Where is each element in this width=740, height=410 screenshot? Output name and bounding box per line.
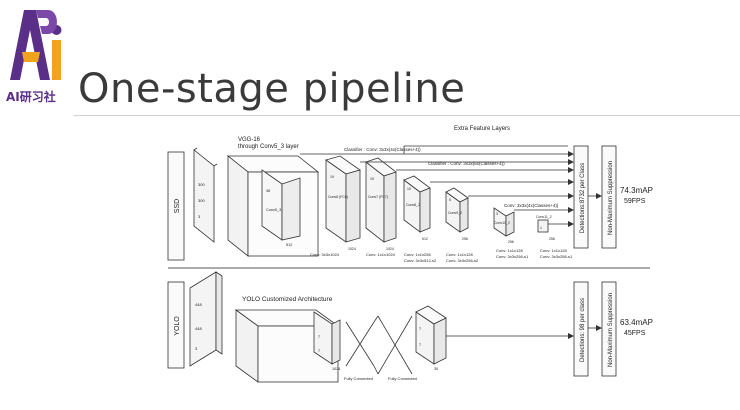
yolo-input-dim-3: 3 <box>195 346 198 351</box>
yolo-fps: 45FPS <box>624 330 646 337</box>
fmap-name: Conv8_2 <box>406 203 420 207</box>
fmap-name: Conv11_2 <box>536 215 552 219</box>
yolo-out-dim-2: 7 <box>419 343 421 347</box>
fmap-size: 1 <box>540 226 542 230</box>
classifier-1-label: Classifier : Conv: 3x3x(4x(Classes+4)) <box>344 147 421 152</box>
yolo-inner-dim-1: 7 <box>318 335 320 339</box>
vgg-label-2: through Conv5_3 layer <box>238 144 299 150</box>
fmap-size: 19 <box>330 175 334 179</box>
fmap-depth: 1024 <box>348 247 356 251</box>
yolo-input-image <box>189 271 217 367</box>
ai-yanxishe-logo <box>10 10 62 80</box>
yolo-inner-dim-3: 1024 <box>332 367 340 371</box>
conv-label: Conv: 3x3x256-s2 <box>446 258 479 263</box>
yolo-input-dim-2: 448 <box>195 326 202 331</box>
ssd-fmap-conv11 <box>537 219 549 233</box>
fmap-size: 19 <box>370 177 374 181</box>
conv-label: Conv: 1x1x1024 <box>366 252 396 257</box>
yolo-fully-connected <box>345 315 413 375</box>
ssd-conv-labels: Conv: 3x3x1024 Conv: 1x1x1024 Conv: 1x1x… <box>310 248 573 263</box>
fmap-depth: 256 <box>462 237 468 241</box>
conv-label: Conv: 1x1x128 <box>540 248 567 253</box>
yolo-detections-box <box>573 281 589 377</box>
conv-label: Conv: 1x1x128 <box>446 252 473 257</box>
vgg-inner-label: Conv5_3 <box>266 208 281 212</box>
yolo-out-dim-3: 30 <box>434 367 438 371</box>
fmap-depth: 512 <box>422 237 428 241</box>
fmap-size: 3 <box>496 212 498 216</box>
conv-label: Conv: 3x3x512-s2 <box>404 258 437 263</box>
ssd-fmap-names: Conv6 (FC6) Conv7 (FC7) Conv8_2 Conv9_2 … <box>328 195 552 225</box>
yolo-nms-label: Non-Maximum Suppression <box>608 293 614 367</box>
ssd-detections-box <box>573 145 589 249</box>
conv-label: Conv: 3x3x1024 <box>310 252 340 257</box>
ssd-nms-box <box>601 145 617 249</box>
ssd-fmap-sizes: 19 19 10 5 3 1 <box>330 175 542 230</box>
classifier-3-label: Conv: 3x3x(4x(Classes+4)) <box>504 203 559 208</box>
ssd-input-dim-2: 300 <box>198 198 205 203</box>
yolo-nms-box <box>601 281 617 377</box>
yolo-input-dim-1: 448 <box>195 302 202 307</box>
fmap-size: 10 <box>407 187 411 191</box>
ssd-input-dim-3: 3 <box>198 214 201 219</box>
slide-title: One-stage pipeline <box>78 66 466 112</box>
fmap-depth: 256 <box>549 237 555 241</box>
yolo-inner-dim-2: 7 <box>318 349 320 353</box>
yolo-arch-label: YOLO Customized Architecture <box>242 296 333 303</box>
yolo-detections-label: Detections: 98 per class <box>580 298 586 362</box>
ssd-nms-label: Non-Maximum Suppression <box>608 161 614 235</box>
fmap-name: Conv6 (FC6) <box>328 195 348 199</box>
ssd-label: SSD <box>174 199 181 213</box>
fmap-name: Conv7 (FC7) <box>368 195 388 199</box>
fmap-depth: 256 <box>508 240 514 244</box>
classifier-2-label: Classifier : Conv: 3x3x(6x(Classes+4)) <box>428 161 505 166</box>
conv-label: Conv: 3x3x256-s1 <box>540 254 573 259</box>
ssd-detections-label: Detections:8732 per Class <box>580 163 586 233</box>
ssd-fmap-depths: 1024 1024 512 256 256 256 <box>348 237 555 251</box>
yolo-label-box <box>167 281 185 369</box>
fmap-name: Conv10_2 <box>494 221 510 225</box>
fmap-depth: 1024 <box>386 247 394 251</box>
fmap-size: 5 <box>449 198 451 202</box>
conv-label: Conv: 1x1x256 <box>404 252 431 257</box>
conv-label: Conv: 1x1x128 <box>496 248 523 253</box>
yolo-out-dim-1: 7 <box>419 327 421 331</box>
conv-label: Conv: 3x3x256-s1 <box>496 254 529 259</box>
ssd-label-box <box>167 151 185 261</box>
ssd-map: 74.3mAP <box>620 186 653 195</box>
vgg-inner-depth: 512 <box>286 243 292 247</box>
vgg-label-1: VGG-16 <box>238 137 261 143</box>
yolo-fc-1: Fully Connected <box>344 376 373 381</box>
vgg-inner-size: 38 <box>266 189 270 193</box>
ssd-detection-arrows <box>300 145 568 225</box>
yolo-fc-2: Fully Connected <box>388 376 417 381</box>
extra-layers-label: Extra Feature Layers <box>454 126 510 132</box>
yolo-label: YOLO <box>174 316 181 336</box>
ssd-input-image <box>193 149 215 243</box>
ssd-input-dim-1: 300 <box>198 182 205 187</box>
yolo-map: 63.4mAP <box>620 318 653 327</box>
logo-text: AI研习社 <box>6 90 56 104</box>
ssd-fps: 59FPS <box>624 198 646 205</box>
title-divider <box>74 115 740 116</box>
fmap-name: Conv9_2 <box>448 211 462 215</box>
